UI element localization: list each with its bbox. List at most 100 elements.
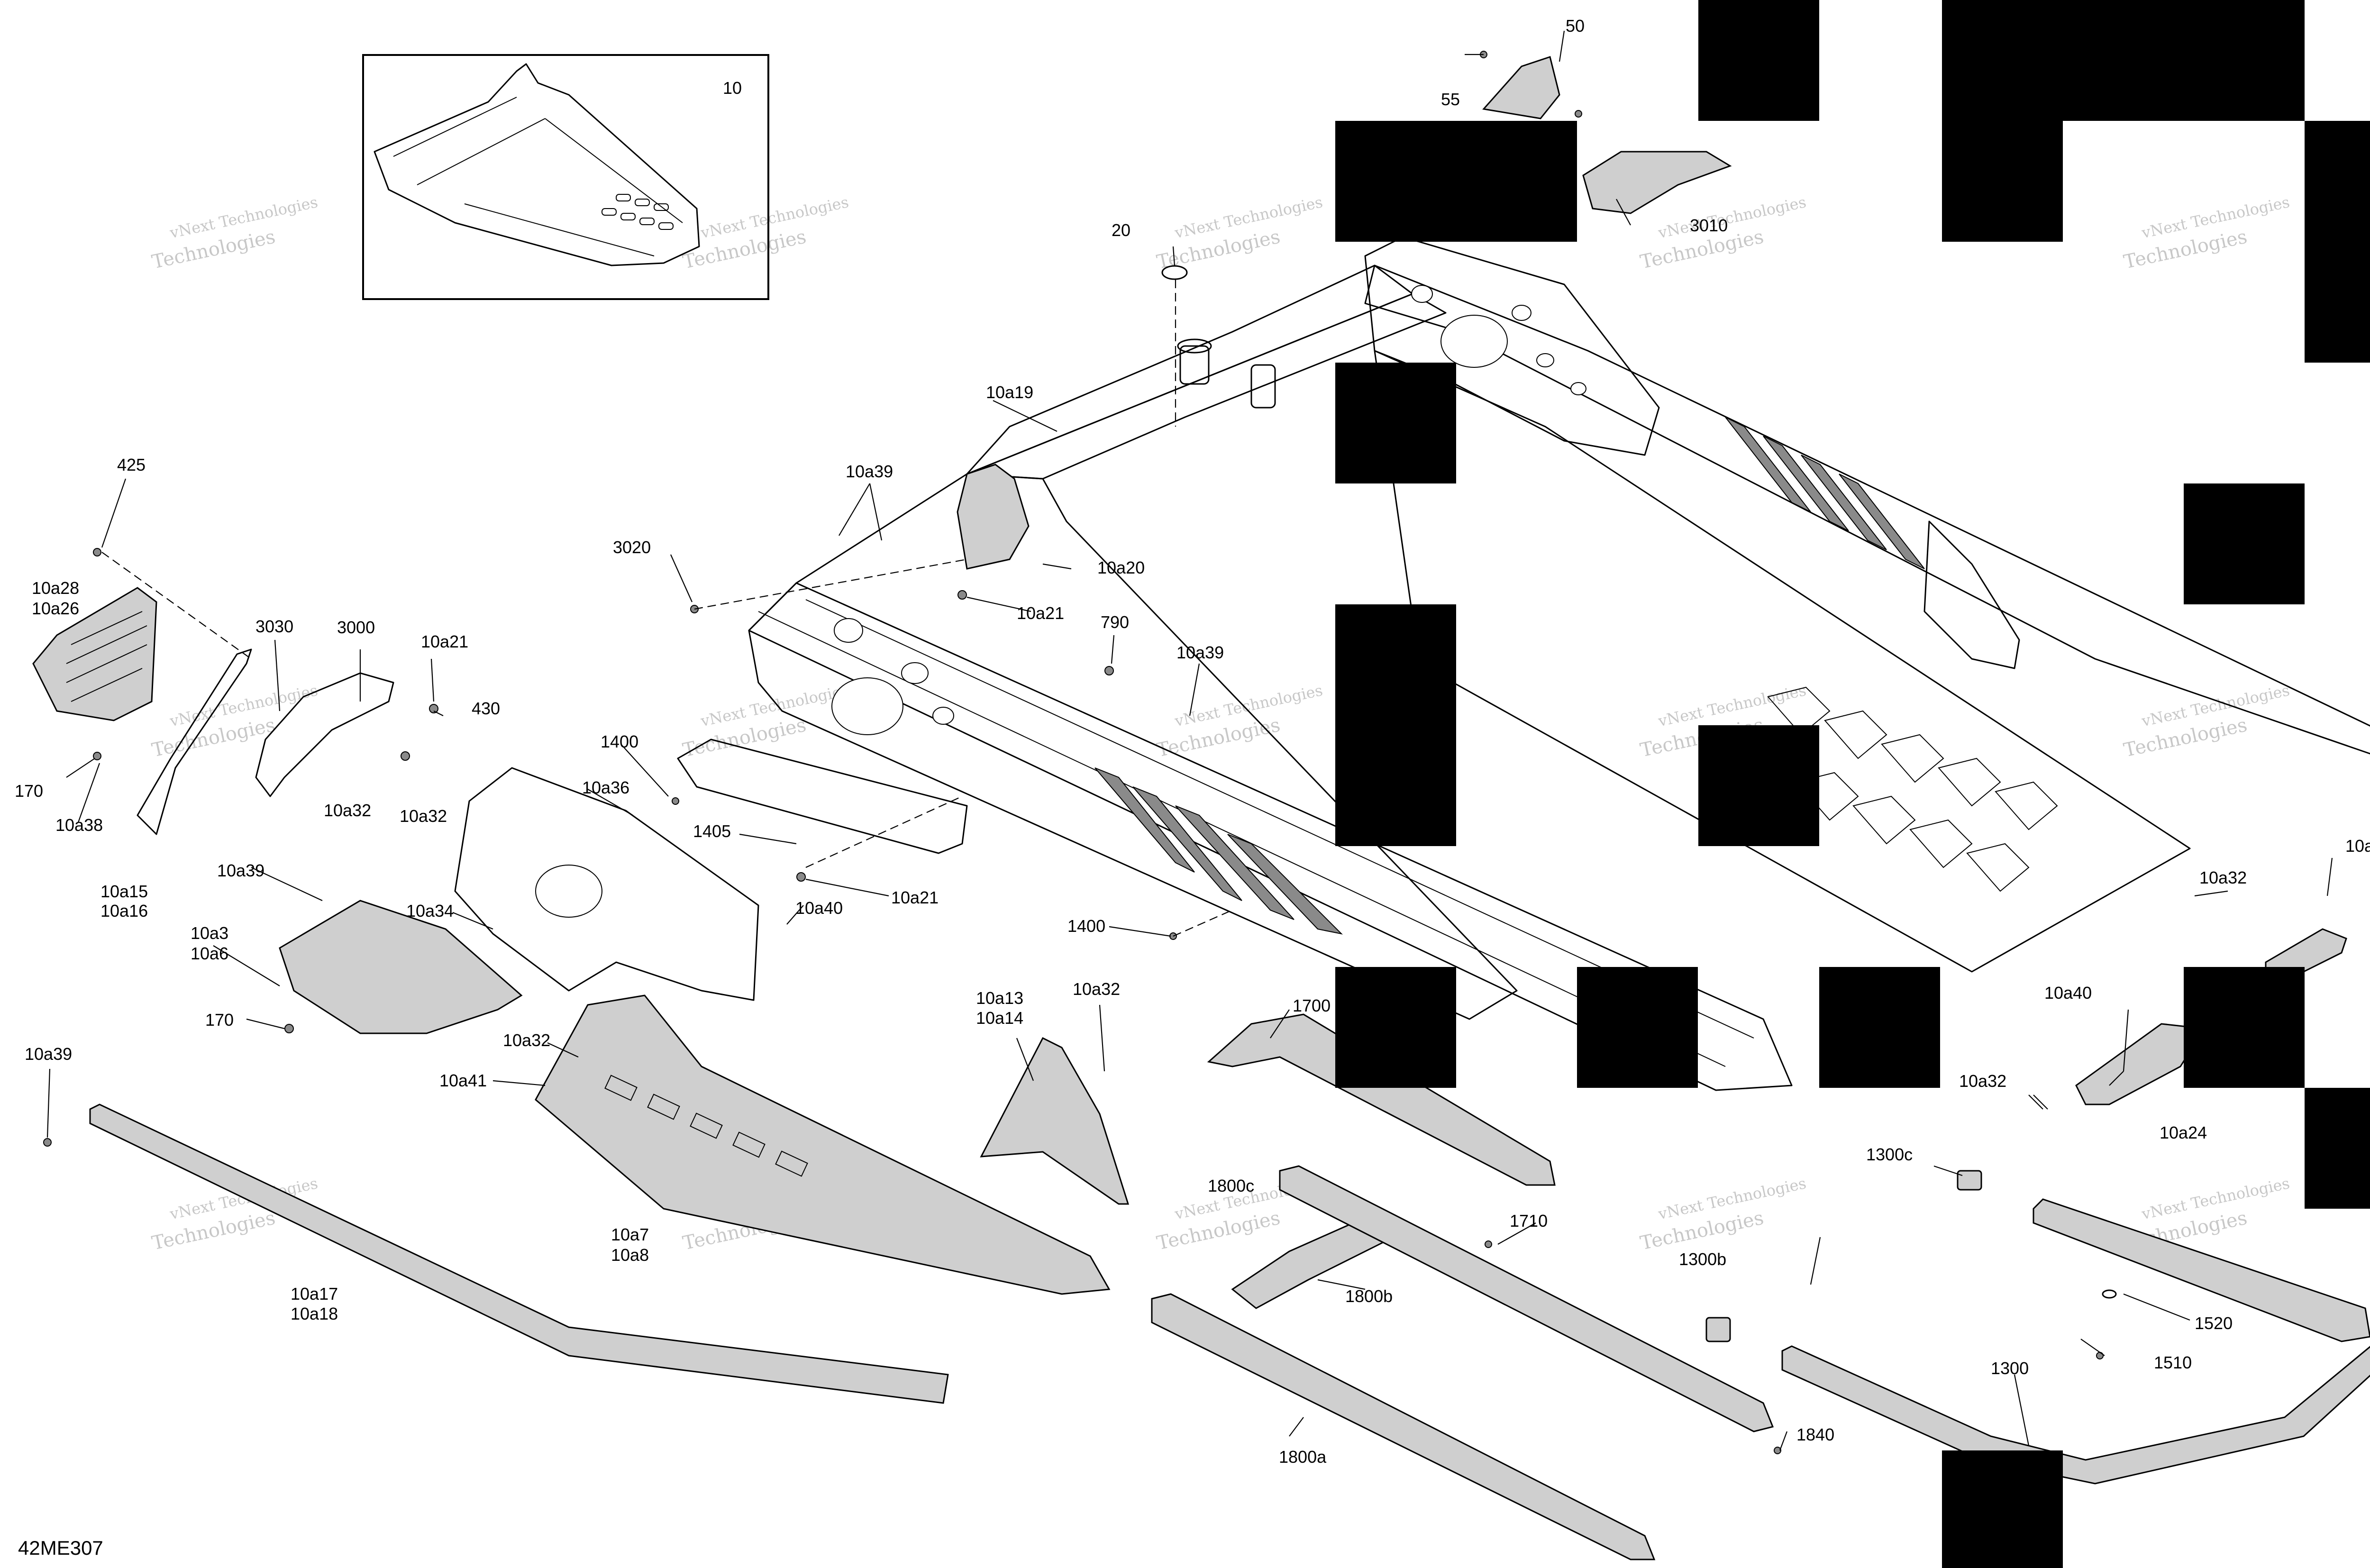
callout-1710: 1710	[1510, 1211, 1548, 1231]
footrest-plate	[32, 587, 157, 721]
callout-790: 790	[1101, 612, 1129, 632]
callout-1840: 1840	[1796, 1425, 1834, 1444]
watermark-layer: vNext Technologies Technologies vNext Te…	[150, 193, 2291, 1254]
watermark: vNext Technologies Technologies	[150, 193, 319, 273]
bracket-3000	[255, 672, 394, 797]
part-1700	[1207, 1013, 1556, 1186]
tunnel-vents-left	[1094, 767, 1343, 935]
callout-1520: 1520	[2195, 1313, 2233, 1333]
callout-10a16: 10a16	[100, 901, 148, 921]
redaction-block	[2184, 967, 2305, 1088]
callout-50: 50	[1566, 16, 1585, 36]
grommet-20	[1161, 265, 1188, 280]
watermark: vNext Technologies Technologies	[681, 193, 850, 273]
callout-1800a: 1800a	[1279, 1447, 1327, 1467]
callout-10a39: 10a39	[25, 1044, 72, 1064]
left-side-components	[32, 587, 1130, 1404]
lower-bumper	[279, 900, 523, 1034]
callout-1300c: 1300c	[1866, 1145, 1913, 1164]
tunnel-left-panel	[748, 473, 1518, 1020]
long-rail-10a17	[89, 1103, 949, 1404]
gusset-10a13	[980, 1037, 1130, 1205]
leader-lines	[46, 30, 2333, 1451]
redaction-block	[1698, 0, 1819, 121]
diagram-reference-code: 42ME307	[18, 1537, 103, 1559]
tunnel-assembly	[748, 236, 2370, 1091]
callout-labels: 10 50 55 3010 20 10a19 425 10a39 3020 10…	[15, 16, 2370, 1467]
redaction-block	[1335, 363, 1456, 483]
bracket-10a24	[2075, 1023, 2206, 1105]
callout-10a26: 10a26	[32, 599, 79, 618]
redaction-block	[1942, 121, 2063, 242]
fastener-10a21	[957, 590, 967, 600]
callout-10a34: 10a34	[406, 901, 454, 921]
callout-10a21: 10a21	[891, 888, 939, 907]
footrest-grid	[66, 611, 147, 702]
callout-20: 20	[1112, 220, 1130, 240]
inset-cutouts	[602, 194, 674, 230]
heat-shield	[957, 464, 1030, 570]
redaction-block	[2305, 121, 2370, 363]
callout-1400: 1400	[601, 732, 638, 751]
inset-tunnel	[374, 63, 700, 266]
callout-55: 55	[1441, 90, 1460, 109]
rail-1800a	[1151, 1293, 1656, 1560]
callout-10a14: 10a14	[976, 1008, 1023, 1028]
callout-1800c: 1800c	[1208, 1176, 1254, 1195]
callout-3010: 3010	[1690, 216, 1728, 235]
watermark: vNext Technologies Technologies	[1155, 193, 1324, 273]
callout-10a19: 10a19	[986, 383, 1033, 402]
tunnel-top-rear	[966, 264, 1413, 475]
redaction-block	[1942, 0, 2305, 121]
callout-430: 430	[472, 699, 500, 718]
inset-detail	[393, 97, 683, 256]
fastener-170	[284, 1024, 294, 1033]
fastener-10a39	[43, 1138, 52, 1147]
redaction-block	[1335, 604, 1456, 846]
watermark: vNext Technologies Technologies	[150, 681, 319, 761]
callout-1510: 1510	[2154, 1353, 2192, 1372]
inset-frame-assembly	[362, 54, 769, 300]
callout-1400: 1400	[1067, 916, 1105, 936]
callout-10a41: 10a41	[439, 1071, 487, 1090]
callout-10a21: 10a21	[421, 632, 468, 651]
callout-3030: 3030	[255, 617, 293, 636]
callout-3000: 3000	[337, 618, 375, 637]
callout-10a32: 10a32	[1073, 979, 1120, 999]
front-plate-hole	[535, 865, 602, 918]
fastener-425	[93, 548, 101, 556]
callout-425: 425	[117, 455, 146, 474]
callout-10a32: 10a32	[1959, 1071, 2006, 1091]
fastener-50	[1575, 110, 1582, 118]
callout-1300: 1300	[1991, 1358, 2029, 1378]
callout-10: 10	[723, 78, 742, 98]
callout-1800b: 1800b	[1345, 1286, 1393, 1306]
callout-10a32: 10a32	[503, 1030, 550, 1050]
fastener-170-left	[93, 752, 101, 760]
callout-10a40: 10a40	[795, 898, 843, 918]
callout-10a15: 10a15	[100, 882, 148, 901]
fastener-1400-top	[672, 797, 679, 805]
fastener-430	[429, 704, 438, 713]
callout-10a32: 10a32	[2199, 868, 2247, 887]
fastener-1710	[1485, 1240, 1492, 1248]
callout-10a40: 10a40	[2345, 836, 2370, 856]
skid-plate-cutouts	[604, 1075, 808, 1177]
tunnel-right-panel	[1364, 236, 1660, 456]
callout-10a40: 10a40	[2044, 983, 2092, 1003]
rear-bumper-upper	[2033, 1198, 2370, 1342]
callout-10a21: 10a21	[1017, 603, 1064, 623]
rear-bumper-1300	[1781, 1345, 2370, 1485]
tunnel-left-side-edge	[758, 599, 1754, 1067]
callout-3020: 3020	[613, 538, 651, 557]
callout-10a39: 10a39	[846, 462, 893, 481]
redaction-block	[2184, 483, 2305, 604]
watermark: vNext Technologies Technologies	[1155, 681, 1324, 761]
callout-10a6: 10a6	[191, 944, 228, 963]
callout-10a32: 10a32	[324, 801, 371, 820]
watermark: vNext Technologies Technologies	[1638, 1174, 1808, 1254]
tunnel-rear-bracket	[1923, 520, 2020, 669]
callout-1405: 1405	[693, 821, 731, 841]
redaction-block	[1577, 967, 1698, 1088]
